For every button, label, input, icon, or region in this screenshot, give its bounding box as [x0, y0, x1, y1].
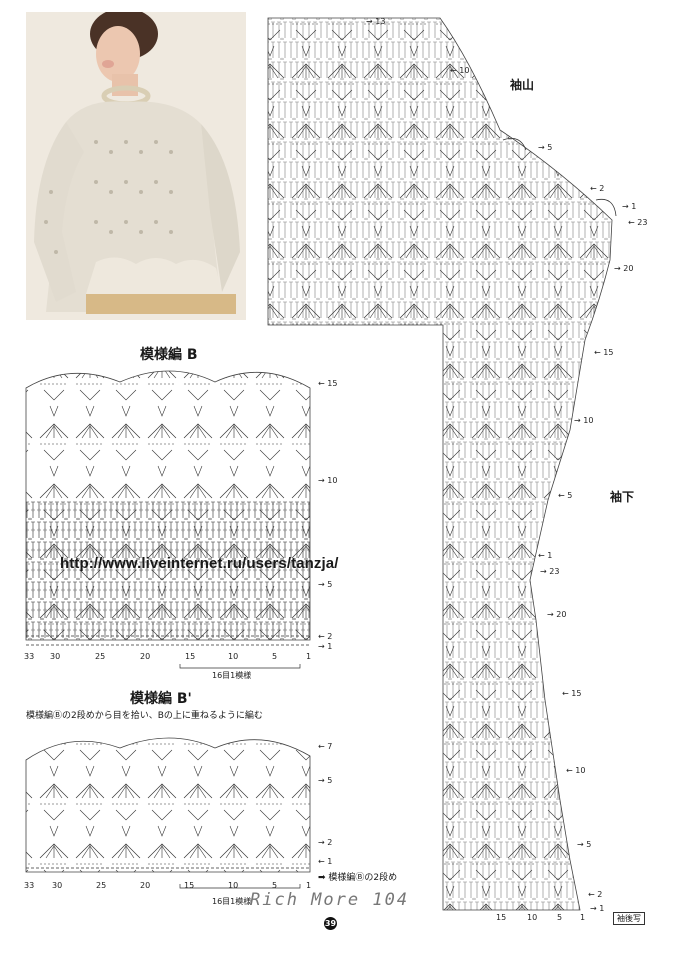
- row-mark: ← 15: [318, 379, 338, 388]
- row-mark: ← 10: [450, 66, 470, 75]
- pattern-b2-note: 模様編Ⓑの2段めから目を拾い、Bの上に重ねるように編む: [26, 711, 263, 721]
- row-mark: → 5: [538, 143, 553, 152]
- row-mark: ← 2: [588, 890, 603, 899]
- stitch-number: 25: [95, 652, 106, 661]
- model-photo: [26, 12, 246, 320]
- stitch-number: 10: [228, 652, 239, 661]
- row-mark: → 13: [366, 17, 386, 26]
- stitch-number: 30: [50, 652, 61, 661]
- row-mark: → 1: [622, 202, 637, 211]
- row-mark: → 5: [318, 776, 333, 785]
- stitch-number: 1: [580, 913, 586, 922]
- watermark-brand: Rich More 104: [250, 890, 410, 910]
- row-mark: ← 23: [628, 218, 648, 227]
- sleeve-cap-label: 袖山: [510, 78, 535, 92]
- row-mark: → 1: [590, 904, 605, 913]
- stitch-number: 33: [24, 881, 35, 890]
- row-mark: ← 1: [318, 857, 333, 866]
- stitch-number: 25: [96, 881, 107, 890]
- sleeve-stamp: 袖後写: [613, 912, 645, 925]
- repeat-label: 16目1模様: [212, 671, 252, 680]
- stitch-number: 5: [272, 881, 278, 890]
- sleeve-lower-label: 袖下: [610, 490, 635, 504]
- stitch-number: 33: [24, 652, 35, 661]
- pattern-b2-title: 模様編 B': [130, 691, 192, 707]
- row-mark: ← 2: [318, 632, 333, 641]
- row-mark: → 2: [318, 838, 333, 847]
- stitch-number: 15: [496, 913, 507, 922]
- stitch-number: 1: [306, 881, 312, 890]
- stitch-number: 30: [52, 881, 63, 890]
- row-mark: → 5: [577, 840, 592, 849]
- row-mark: ← 7: [318, 742, 333, 751]
- row-mark: → 20: [547, 610, 567, 619]
- row-mark: ← 1: [538, 551, 553, 560]
- stitch-number: 15: [185, 652, 196, 661]
- stitch-number: 15: [184, 881, 195, 890]
- stitch-number: 20: [140, 652, 151, 661]
- stitch-number: 1: [306, 652, 312, 661]
- row-mark: ← 15: [562, 689, 582, 698]
- pattern-b2-row-note: ➡ 模様編Ⓑの2段め: [318, 873, 398, 883]
- row-mark: ← 15: [594, 348, 614, 357]
- row-mark: ← 2: [590, 184, 605, 193]
- row-mark: ← 5: [558, 491, 573, 500]
- row-mark: → 10: [318, 476, 338, 485]
- stitch-number: 20: [140, 881, 151, 890]
- stitch-number: 5: [272, 652, 278, 661]
- repeat-label: 16目1模様: [212, 897, 252, 906]
- row-mark: → 1: [318, 642, 333, 651]
- row-mark: ← 10: [566, 766, 586, 775]
- stitch-number: 5: [557, 913, 563, 922]
- watermark-url: http://www.liveinternet.ru/users/tanzja/: [60, 555, 339, 572]
- row-mark: → 20: [614, 264, 634, 273]
- row-mark: → 5: [318, 580, 333, 589]
- pattern-b-title: 模様編 B: [140, 347, 198, 363]
- row-mark: → 23: [540, 567, 560, 576]
- stitch-number: 10: [527, 913, 538, 922]
- page-number: 39: [324, 917, 337, 930]
- stitch-number: 10: [228, 881, 239, 890]
- row-mark: → 10: [574, 416, 594, 425]
